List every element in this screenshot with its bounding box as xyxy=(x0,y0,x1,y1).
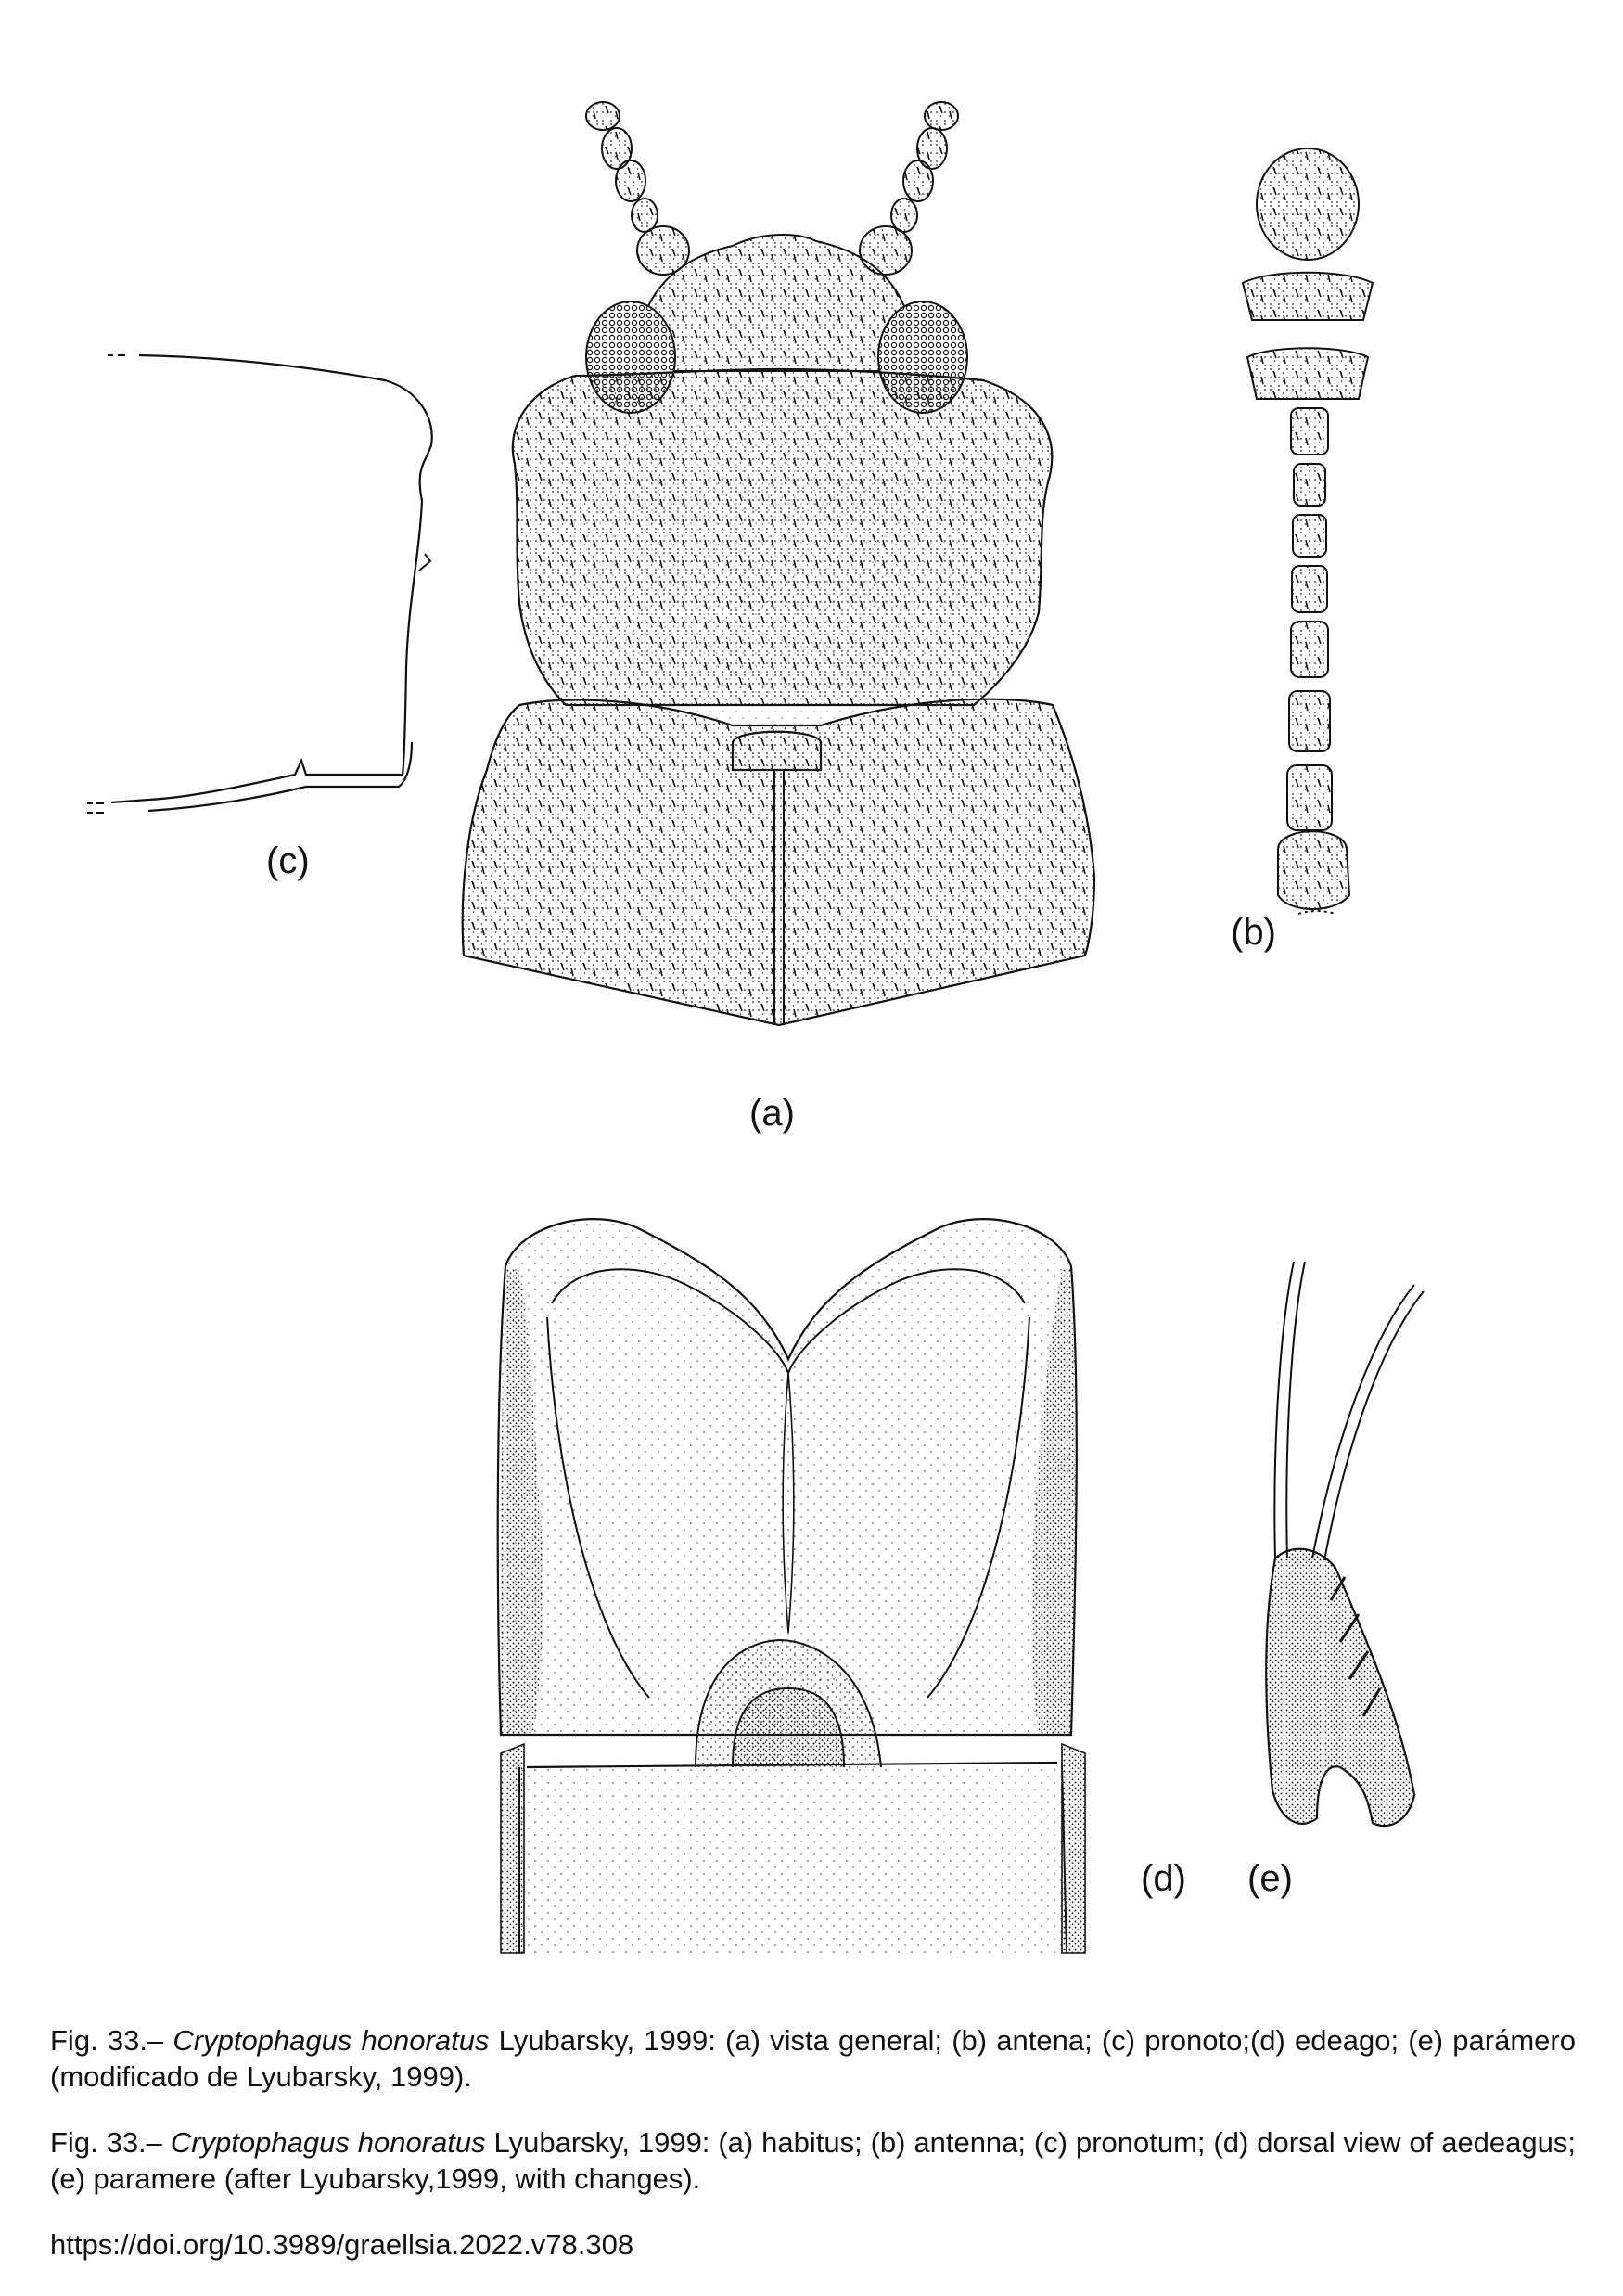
caption-spanish: Fig. 33.– Cryptophagus honoratus Lyubars… xyxy=(50,2022,1576,2095)
habitus-drawing xyxy=(461,101,1096,1027)
pronotum-outline-drawing xyxy=(87,353,433,814)
figure-plate xyxy=(87,101,1425,1954)
antenna-drawing xyxy=(1241,148,1374,915)
caption-spanish-text: Lyubarsky, 1999: (a) vista general; (b) … xyxy=(50,2024,1576,2093)
panel-label-b: (b) xyxy=(1231,912,1276,953)
caption-english: Fig. 33.– Cryptophagus honoratus Lyubars… xyxy=(50,2124,1576,2197)
caption-spanish-prefix: Fig. 33.– xyxy=(50,2024,173,2057)
paramere-drawing xyxy=(1265,1261,1425,1828)
caption-spanish-species: Cryptophagus honoratus xyxy=(173,2024,490,2057)
panel-label-a: (a) xyxy=(749,1093,795,1134)
doi-link[interactable]: https://doi.org/10.3989/graellsia.2022.v… xyxy=(50,2228,634,2261)
panel-label-c: (c) xyxy=(266,840,310,881)
caption-english-prefix: Fig. 33.– xyxy=(50,2126,171,2159)
caption-english-text: Lyubarsky, 1999: (a) habitus; (b) antenn… xyxy=(50,2126,1576,2195)
aedeagus-drawing xyxy=(496,1218,1086,1954)
panel-label-e: (e) xyxy=(1247,1858,1293,1899)
caption-english-species: Cryptophagus honoratus xyxy=(170,2126,486,2159)
panel-label-d: (d) xyxy=(1141,1858,1186,1899)
